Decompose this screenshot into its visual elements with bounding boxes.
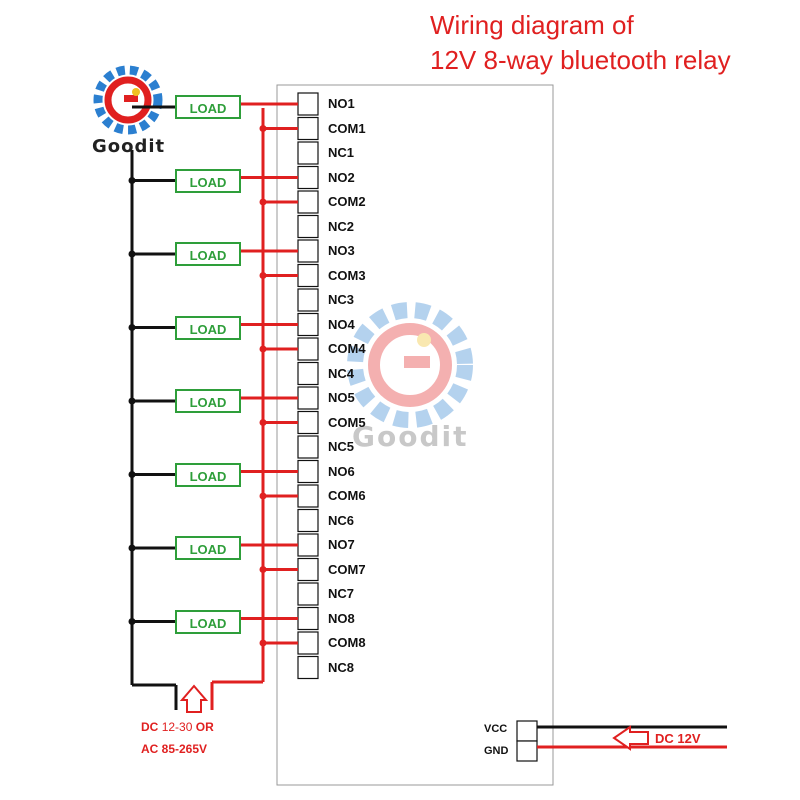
- gnd-terminal: [516, 740, 538, 762]
- power-input-ac: AC 85-265V: [141, 742, 208, 756]
- com-junction-8: [259, 639, 267, 647]
- terminal-label: NO4: [328, 316, 355, 332]
- terminal-label: NO8: [328, 610, 355, 626]
- terminal-com8: [297, 631, 319, 655]
- terminal-label: NC6: [328, 512, 355, 528]
- neutral-junction-6: [128, 471, 136, 478]
- terminal-label: NC1: [328, 145, 355, 160]
- terminal-com6: [297, 484, 319, 508]
- power-dc-prefix: DC: [141, 720, 159, 734]
- terminal-label: COM8: [328, 635, 366, 650]
- supply-dc-label: DC 12V: [655, 731, 701, 746]
- power-input-dc: DC 12-30 OR: [141, 720, 214, 734]
- com-junction-6: [259, 492, 267, 500]
- terminal-com3: [297, 263, 319, 288]
- terminal-label: NC3: [328, 292, 355, 307]
- logo-brand: Goodit: [92, 136, 166, 157]
- terminal-label: NC8: [328, 659, 355, 675]
- terminal-label: NO3: [328, 243, 355, 258]
- power-or: OR: [195, 720, 214, 734]
- terminal-label: NO7: [328, 537, 355, 552]
- neutral-junction-5: [128, 397, 136, 405]
- com-junction-1: [259, 125, 267, 132]
- title-line-2: 12V 8-way bluetooth relay: [430, 45, 731, 75]
- terminal-nc2: [297, 214, 319, 239]
- gear-logo-icon: [93, 65, 163, 135]
- terminal-label: NO5: [328, 390, 355, 405]
- terminal-no7: [297, 533, 319, 557]
- terminal-no8: [297, 606, 319, 631]
- com-junction-4: [259, 345, 267, 353]
- terminal-nc7: [297, 582, 319, 606]
- terminal-no3: [297, 239, 319, 263]
- title-line-1: Wiring diagram of: [430, 10, 634, 40]
- com-junction-3: [259, 272, 267, 279]
- terminal-nc4: [297, 361, 319, 386]
- load-4: LOAD: [175, 315, 241, 340]
- terminal-label: COM1: [328, 120, 366, 136]
- left-arrow-icon: [612, 725, 649, 751]
- terminal-label: NC2: [328, 218, 355, 234]
- terminal-no1: [297, 92, 319, 116]
- terminal-label: NC5: [328, 439, 355, 454]
- terminal-label: COM5: [328, 414, 366, 430]
- com-junction-2: [259, 198, 267, 206]
- load-8: LOAD: [175, 609, 241, 634]
- terminal-nc3: [297, 288, 319, 312]
- load-7: LOAD: [175, 536, 241, 560]
- terminal-label: NC7: [328, 586, 355, 601]
- neutral-junction-4: [128, 324, 136, 331]
- terminal-label: NO6: [328, 463, 355, 479]
- terminal-nc5: [297, 435, 319, 459]
- terminal-com2: [297, 190, 319, 214]
- terminal-no2: [297, 165, 319, 190]
- terminal-no5: [297, 386, 319, 410]
- terminal-com7: [297, 557, 319, 582]
- watermark-gear-icon: [347, 302, 473, 428]
- load-3: LOAD: [175, 242, 241, 266]
- terminal-nc1: [297, 141, 319, 165]
- gnd-label: GND: [484, 745, 509, 757]
- watermark-brand: Goodit: [352, 420, 469, 453]
- load-1: LOAD: [175, 95, 241, 119]
- load-2: LOAD: [175, 168, 241, 193]
- neutral-junction-2: [128, 177, 136, 184]
- terminal-label: COM6: [328, 488, 366, 503]
- terminal-label: COM7: [328, 561, 366, 577]
- terminal-nc6: [297, 508, 319, 533]
- terminal-com1: [297, 116, 319, 141]
- terminal-nc8: [297, 655, 319, 680]
- terminal-label: NO1: [328, 96, 355, 111]
- power-dc-range: 12-30: [161, 720, 193, 734]
- neutral-junction-3: [128, 250, 136, 258]
- terminal-no6: [297, 459, 319, 484]
- terminal-com5: [297, 410, 319, 435]
- neutral-junction-7: [128, 544, 136, 552]
- up-arrow-icon: [179, 684, 209, 713]
- com-junction-7: [259, 566, 267, 573]
- terminal-label: COM4: [328, 341, 366, 356]
- vcc-terminal: [516, 720, 538, 742]
- terminal-label: NO2: [328, 169, 355, 185]
- relay-board-outline: [276, 84, 554, 786]
- neutral-junction-8: [128, 618, 136, 625]
- terminal-label: COM3: [328, 267, 366, 283]
- vcc-label: VCC: [484, 723, 508, 735]
- terminal-no4: [297, 312, 319, 337]
- terminal-label: NC4: [328, 365, 355, 381]
- terminal-label: COM2: [328, 194, 366, 209]
- terminal-com4: [297, 337, 319, 361]
- load-6: LOAD: [175, 462, 241, 487]
- com-junction-5: [259, 419, 267, 426]
- load-5: LOAD: [175, 389, 241, 413]
